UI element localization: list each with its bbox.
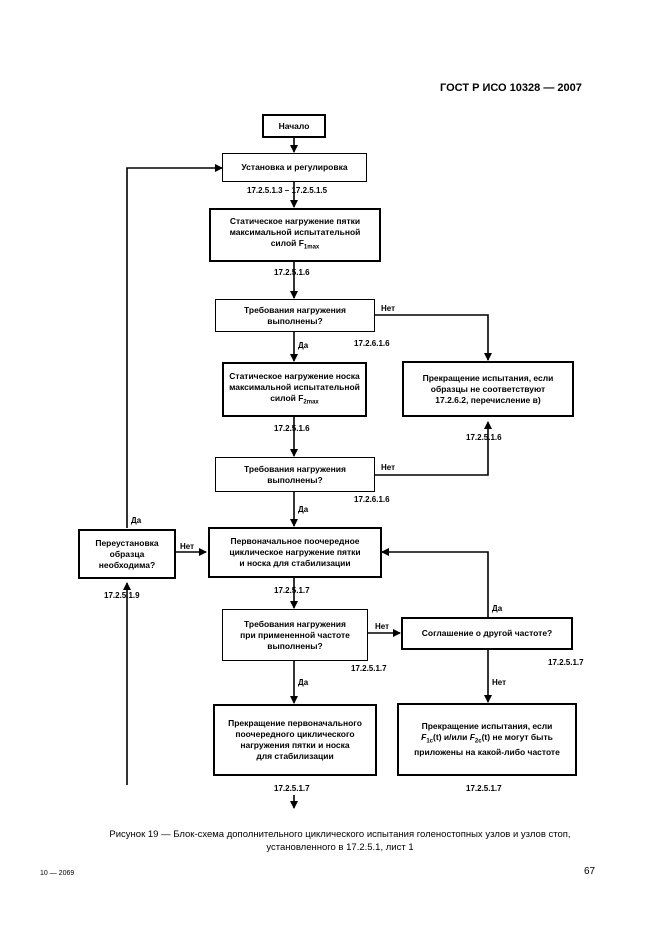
ref-reinstall: 17.2.5.1.9: [104, 591, 140, 600]
stop1-line-1: Прекращение испытания, если: [422, 372, 554, 383]
req3-line-2: при примененной частоте: [240, 629, 350, 640]
reinstall-box: Переустановка образца необходима?: [78, 529, 176, 579]
figure-caption: Рисунок 19 — Блок-схема дополнительного …: [60, 828, 620, 854]
agreement-box: Соглашение о другой частоте?: [401, 617, 573, 650]
stop-cyclic-box: Прекращение первоначального поочередного…: [213, 704, 377, 776]
reinstall-line-2: образца: [109, 548, 145, 559]
ref-stop1: 17.2.5.1.6: [466, 433, 502, 442]
static-toe-line-2: максимальной испытательной: [229, 381, 360, 392]
stop-cyclic-line-4: для стабилизации: [256, 751, 334, 761]
requirements-check-3: Требования нагружения при примененной ча…: [222, 609, 368, 661]
static-toe-line-3: силой F2max: [270, 392, 319, 406]
cyclic-loading-box: Первоначальное поочередное циклическое н…: [208, 527, 382, 578]
static-toe-line-1: Статическое нагружение носка: [229, 370, 360, 381]
stop1-line-2: образцы не соответствуют: [430, 383, 546, 394]
stop-cyclic-line-2: поочередного циклического: [235, 729, 355, 739]
cyclic-line-3: и носка для стабилизации: [239, 558, 351, 568]
setup-box: Установка и регулировка: [222, 153, 367, 182]
ref-stop-cyclic: 17.2.5.1.7: [274, 784, 310, 793]
label-no-req3: Нет: [375, 622, 390, 631]
agreement-label: Соглашение о другой частоте?: [421, 628, 553, 638]
stop2-line-3: приложены на какой-либо частоте: [414, 747, 560, 758]
req2-line-2: выполнены?: [267, 474, 323, 485]
ref-static-toe: 17.2.5.1.6: [274, 424, 310, 433]
caption-line-2: установленного в 17.2.5.1, лист 1: [266, 842, 414, 853]
static-heel-line-3: силой F1max: [270, 238, 320, 251]
static-heel-subscript: 1max: [303, 244, 320, 251]
label-yes-req1: Да: [298, 341, 309, 350]
footer-print-code: 10 — 2069: [40, 870, 75, 877]
ref-static-heel: 17.2.5.1.6: [274, 268, 310, 277]
label-no-req1: Нет: [381, 304, 396, 313]
stop-test-box-2: Прекращение испытания, если F1c(t) и/или…: [397, 703, 577, 776]
label-yes-agreement: Да: [492, 604, 503, 613]
page-number: 67: [584, 866, 596, 877]
req2-line-1: Требования нагружения: [244, 463, 346, 474]
start-label: Начало: [278, 120, 310, 131]
static-toe-box: Статическое нагружение носка максимально…: [222, 362, 367, 417]
stop2-line-1: Прекращение испытания, если: [421, 720, 553, 731]
stop-cyclic-line-1: Прекращение первоначального: [228, 718, 362, 728]
document-header: ГОСТ Р ИСО 10328 — 2007: [440, 82, 582, 94]
stop1-line-3: 17.2.6.2, перечисление в): [435, 394, 541, 405]
stop-test-box-1: Прекращение испытания, если образцы не с…: [402, 361, 574, 417]
label-yes-req3: Да: [298, 678, 309, 687]
static-heel-line-2: максимальной испытательной: [229, 227, 361, 238]
label-no-req2: Нет: [381, 463, 396, 472]
req1-line-2: выполнены?: [267, 315, 323, 326]
ref-setup: 17.2.5.1.3 – 17.2.5.1.5: [247, 186, 328, 195]
label-no-reinstall: Нет: [180, 542, 195, 551]
label-yes-reinstall: Да: [131, 516, 142, 525]
static-heel-line-1: Статическое нагружение пятки: [229, 216, 361, 227]
caption-line-1: Рисунок 19 — Блок-схема дополнительного …: [109, 829, 571, 840]
ref-req1: 17.2.6.1.6: [354, 339, 390, 348]
ref-req3: 17.2.5.1.7: [351, 664, 387, 673]
req3-line-1: Требования нагружения: [244, 618, 346, 629]
label-yes-req2: Да: [298, 505, 309, 514]
setup-label: Установка и регулировка: [241, 162, 348, 172]
req3-line-3: выполнены?: [267, 640, 323, 651]
ref-cyclic: 17.2.5.1.7: [274, 586, 310, 595]
requirements-check-1: Требования нагружения выполнены?: [215, 299, 375, 332]
req1-line-1: Требования нагружения: [244, 304, 346, 315]
cyclic-line-1: Первоначальное поочередное: [230, 536, 360, 546]
cyclic-line-2: циклическое нагружение пятки: [229, 547, 361, 557]
reinstall-line-3: необходима?: [98, 559, 156, 570]
ref-stop2: 17.2.5.1.7: [466, 784, 502, 793]
ref-req2: 17.2.6.1.6: [354, 495, 390, 504]
reinstall-line-1: Переустановка: [95, 537, 159, 548]
stop-cyclic-line-3: нагружения пятки и носка: [240, 740, 350, 750]
start-box: Начало: [262, 114, 326, 138]
label-no-agreement: Нет: [492, 678, 507, 687]
static-toe-subscript: 2max: [303, 399, 319, 406]
static-heel-box: Статическое нагружение пятки максимально…: [209, 208, 381, 262]
stop2-line-2: F1c(t) и/или F2c(t) не могут быть: [421, 731, 553, 745]
requirements-check-2: Требования нагружения выполнены?: [215, 457, 375, 492]
ref-agreement: 17.2.5.1.7: [548, 658, 584, 667]
